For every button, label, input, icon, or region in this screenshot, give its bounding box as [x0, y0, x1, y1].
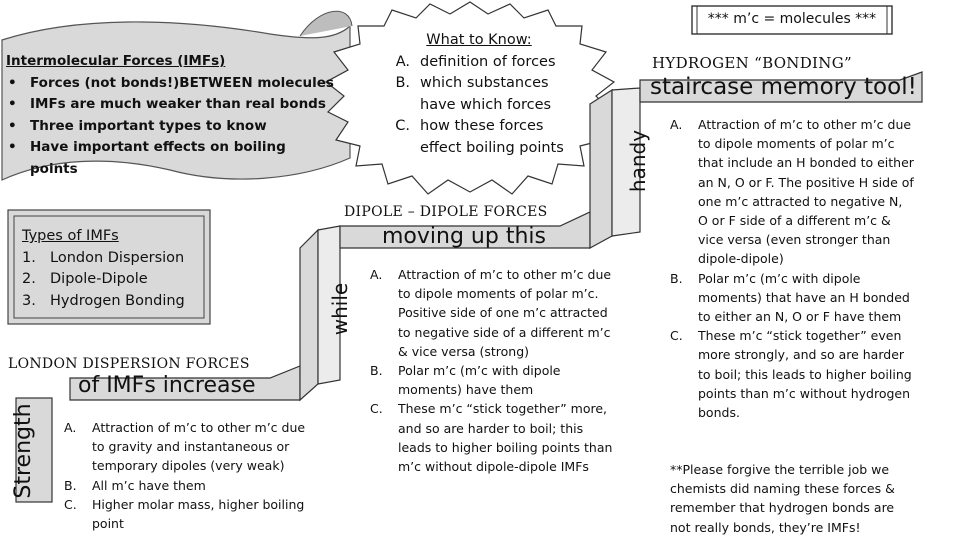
- what-to-know-list: A.definition of forces B.which substance…: [384, 52, 574, 160]
- molecule-note: *** m’c = molecules ***: [707, 11, 877, 27]
- london-list: A.Attraction of m’c to other m’c due to …: [64, 418, 318, 533]
- staircase-phrase-3: staircase memory tool!: [650, 74, 917, 100]
- dipole-list: A.Attraction of m’c to other m’c due to …: [370, 265, 616, 476]
- hydrogen-heading: HYDROGEN “BONDING”: [652, 54, 852, 72]
- what-to-know-item: C.how these forces effect boiling points: [395, 118, 564, 156]
- what-to-know-item: B.which substances have which forces: [395, 75, 552, 113]
- hydrogen-footnote: **Please forgive the terrible job we che…: [670, 462, 895, 535]
- staircase-phrase-2: moving up this: [382, 224, 546, 249]
- hydrogen-list: A.Attraction of m’c to other m’c due to …: [670, 115, 916, 422]
- imfs-bullet: IMFs are much weaker than real bonds: [6, 94, 336, 116]
- starburst-shape: [324, 1, 616, 195]
- strength-label: Strength: [11, 403, 36, 499]
- hydrogen-item: A.Attraction of m’c to other m’c due to …: [670, 117, 914, 267]
- what-to-know-item: A.definition of forces: [395, 53, 556, 70]
- dipole-heading: DIPOLE – DIPOLE FORCES: [344, 204, 548, 220]
- types-of-imfs: Types of IMFs 1.London Dispersion 2.Dipo…: [22, 226, 202, 312]
- types-item: 1.London Dispersion: [22, 249, 185, 266]
- staircase-phrase-1: of IMFs increase: [78, 373, 256, 398]
- types-item: 3.Hydrogen Bonding: [22, 292, 185, 309]
- london-item: B.All m’c have them: [64, 477, 206, 493]
- imfs-note: Intermolecular Forces (IMFs) Forces (not…: [6, 51, 336, 180]
- london-item: A.Attraction of m’c to other m’c due to …: [64, 420, 306, 474]
- imfs-bullet: Three important types to know: [6, 116, 336, 138]
- dipole-item: C.These m’c “stick together” more, and s…: [370, 401, 613, 475]
- what-to-know-heading: What to Know:: [426, 32, 532, 48]
- staircase-shape: [15, 71, 923, 503]
- imfs-title: Intermolecular Forces (IMFs): [6, 53, 226, 69]
- what-to-know: What to Know: A.definition of forces B.w…: [384, 30, 574, 159]
- imfs-bullet-list: Forces (not bonds!)BETWEEN molecules IMF…: [6, 73, 336, 181]
- handy-label: handy: [626, 129, 650, 193]
- while-label: while: [328, 282, 352, 336]
- types-title: Types of IMFs: [22, 228, 119, 244]
- types-item: 2.Dipole-Dipole: [22, 271, 148, 287]
- imfs-bullet: Forces (not bonds!)BETWEEN molecules: [6, 73, 336, 95]
- dipole-item: A.Attraction of m’c to other m’c due to …: [370, 267, 612, 359]
- hydrogen-item: C.These m’c “stick together” even more s…: [670, 328, 912, 421]
- london-heading: LONDON DISPERSION FORCES: [8, 356, 250, 372]
- types-box: [7, 209, 211, 325]
- hydrogen-item: B.Polar m’c (m’c with dipole moments) th…: [670, 270, 910, 325]
- imfs-bullet: Have important effects on boiling points: [6, 137, 336, 180]
- dipole-item: B.Polar m’c (m’c with dipole moments) ha…: [370, 363, 561, 398]
- london-item: C.Higher molar mass, higher boiling poin…: [64, 496, 305, 532]
- molecule-note-banner: [691, 5, 893, 35]
